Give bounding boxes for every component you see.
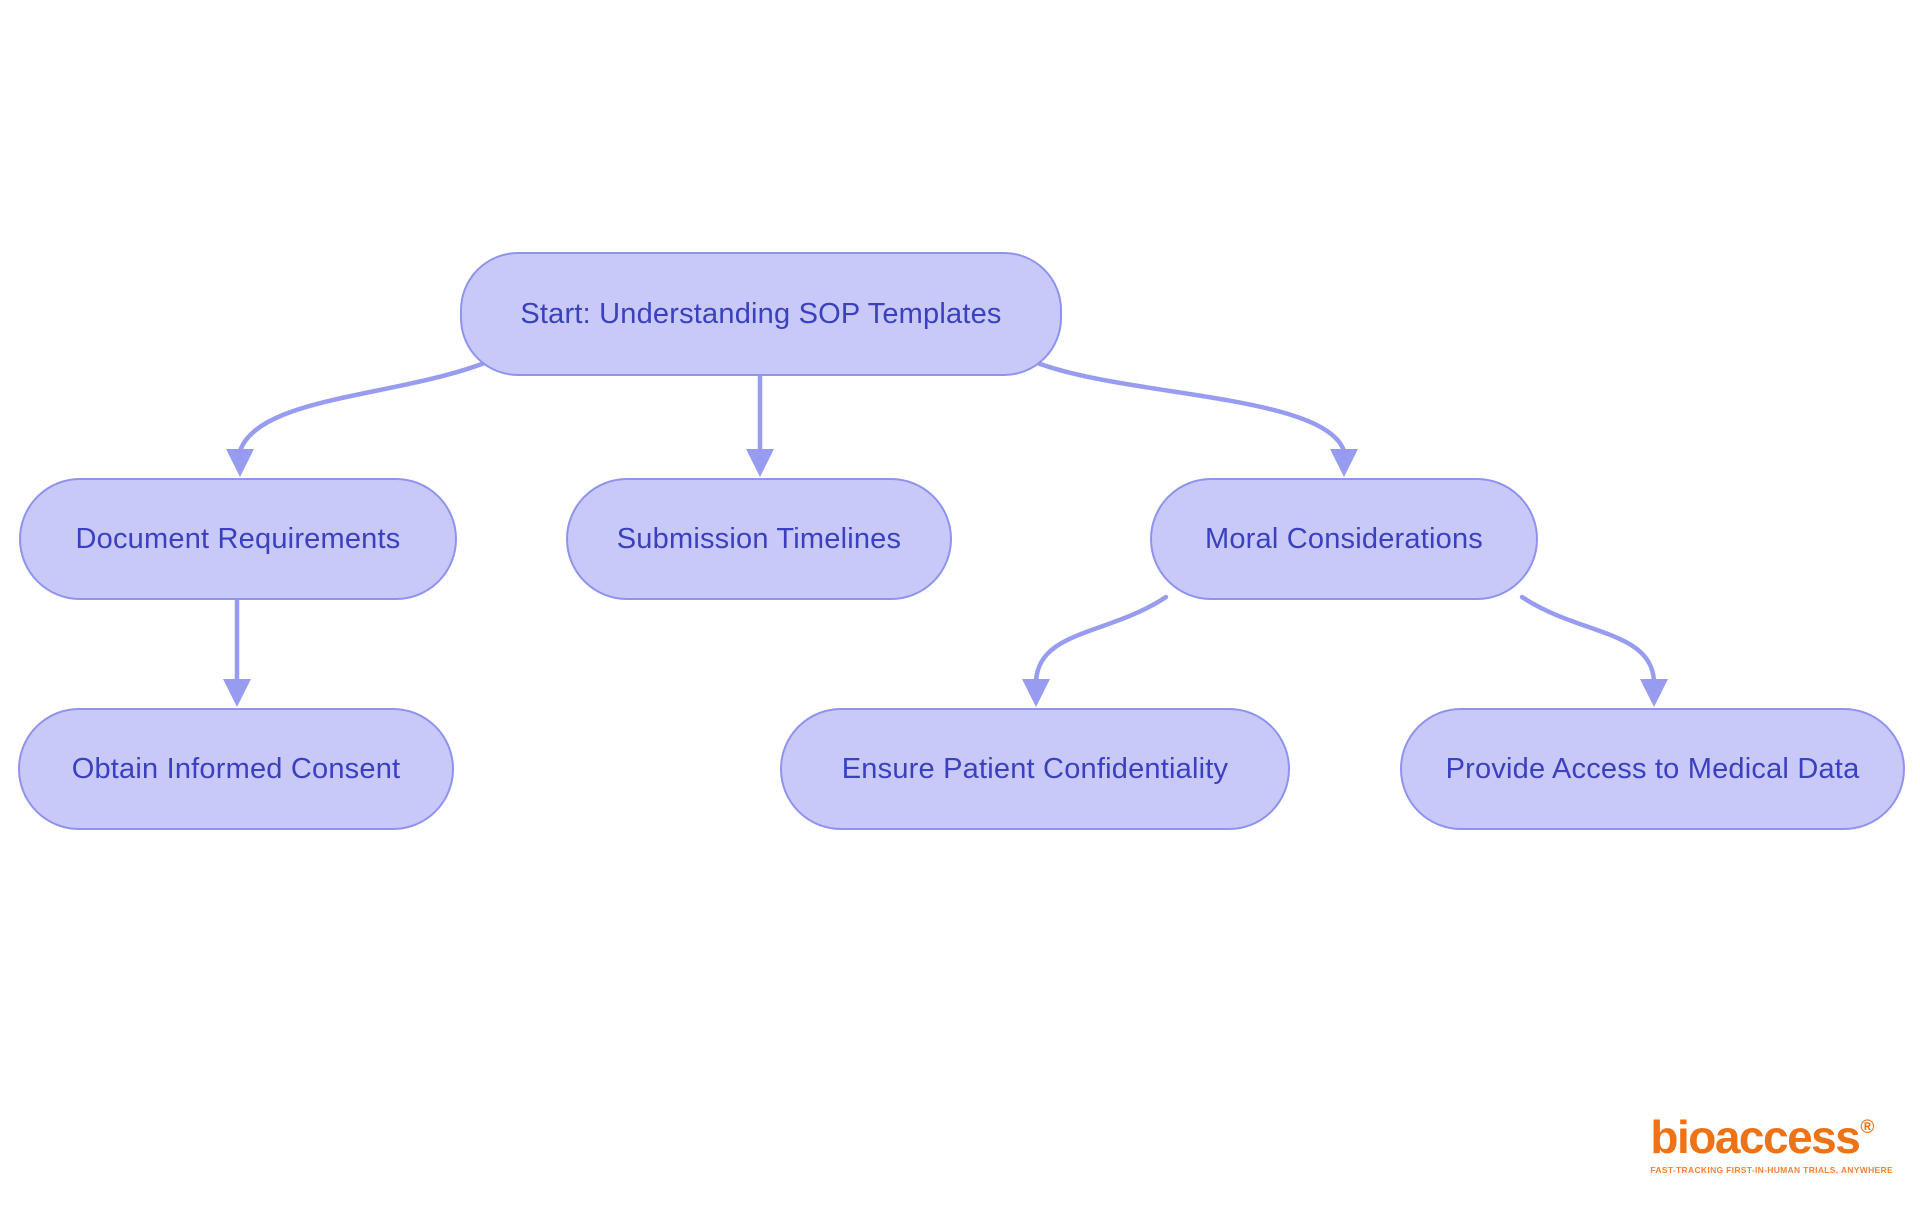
- node-moral-considerations: Moral Considerations: [1150, 478, 1538, 600]
- node-label: Moral Considerations: [1204, 522, 1483, 555]
- node-label: Start: Understanding SOP Templates: [520, 297, 1002, 330]
- edge-document-requirements-to-obtain-informed-consent: [223, 597, 251, 707]
- bioaccess-logo: bioaccess® FAST-TRACKING FIRST-IN-HUMAN …: [1650, 1114, 1893, 1175]
- node-ensure-patient-confidentiality: Ensure Patient Confidentiality: [780, 708, 1290, 830]
- arrowhead-icon: [746, 449, 774, 477]
- edge-start-to-moral-considerations: [1032, 359, 1358, 477]
- node-submission-timelines: Submission Timelines: [566, 478, 952, 600]
- arrowhead-icon: [226, 449, 254, 477]
- node-document-requirements: Document Requirements: [19, 478, 457, 600]
- edge-moral-considerations-to-provide-access-to-medical-data: [1519, 594, 1668, 707]
- registered-trademark-icon: ®: [1860, 1117, 1875, 1138]
- arrowhead-icon: [1022, 679, 1050, 707]
- arrowhead-icon: [1640, 679, 1668, 707]
- brand-text: bioaccess: [1650, 1111, 1860, 1163]
- node-start-understanding-sop-templates: Start: Understanding SOP Templates: [460, 252, 1062, 376]
- node-label: Document Requirements: [75, 522, 401, 555]
- node-label: Provide Access to Medical Data: [1445, 752, 1860, 785]
- logo-tagline: FAST-TRACKING FIRST-IN-HUMAN TRIALS, ANY…: [1650, 1165, 1893, 1175]
- node-provide-access-to-medical-data: Provide Access to Medical Data: [1400, 708, 1905, 830]
- arrowhead-icon: [223, 679, 251, 707]
- bioaccess-wordmark: bioaccess®: [1650, 1114, 1893, 1160]
- node-label: Ensure Patient Confidentiality: [841, 752, 1229, 785]
- edge-start-to-document-requirements: [226, 359, 490, 477]
- arrowhead-icon: [1330, 449, 1358, 477]
- node-label: Submission Timelines: [616, 522, 902, 555]
- edge-moral-considerations-to-ensure-patient-confidentiality: [1022, 594, 1169, 707]
- node-obtain-informed-consent: Obtain Informed Consent: [18, 708, 454, 830]
- edge-start-to-submission-timelines: [746, 373, 774, 477]
- node-label: Obtain Informed Consent: [71, 752, 401, 785]
